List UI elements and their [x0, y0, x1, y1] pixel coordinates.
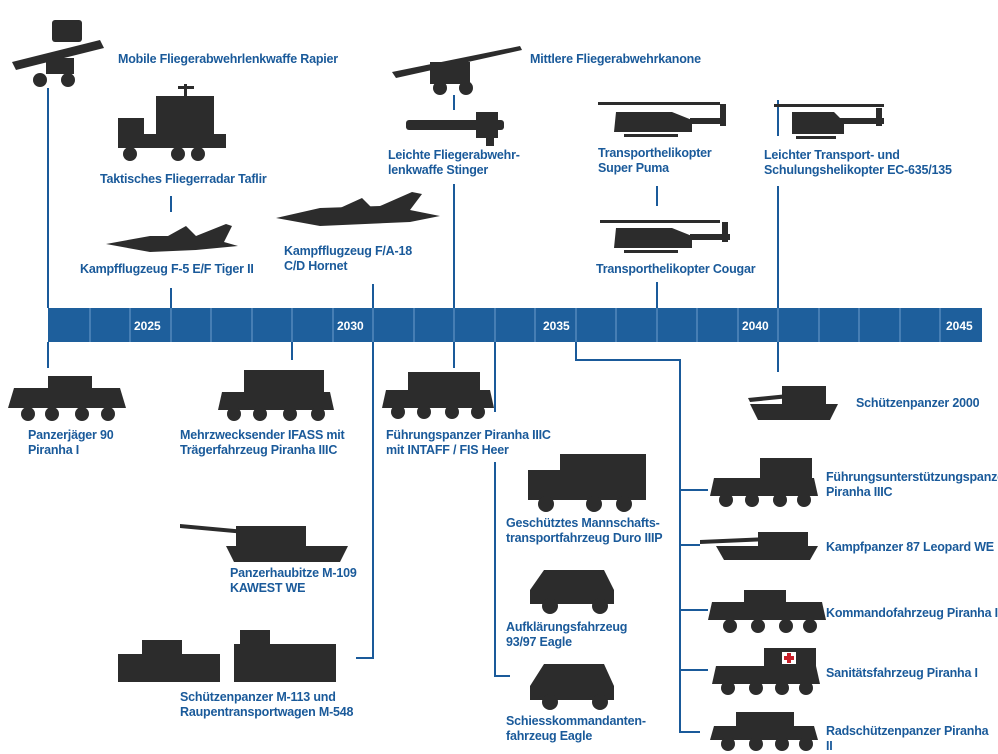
label-piranha3c: Führungspanzer Piranha IIIC mit INTAFF /…	[386, 428, 551, 457]
wheeled-vehicle-icon	[710, 458, 818, 507]
jeep-icon	[530, 570, 614, 614]
missile-launcher-icon	[406, 112, 504, 146]
label-eagle93: Aufklärungsfahrzeug 93/97 Eagle	[506, 620, 628, 649]
label-ec635: Leichter Transport- und Schulungshelikop…	[764, 148, 952, 177]
wheeled-vehicle-icon	[710, 712, 818, 751]
helicopter-icon	[600, 220, 730, 253]
wheeled-vehicle-icon	[8, 376, 126, 421]
connector-lines	[47, 88, 779, 733]
ambulance-vehicle-icon	[712, 648, 820, 695]
label-eagleschiess: Schiesskommandanten- fahrzeug Eagle	[506, 714, 646, 743]
fighter-jet-icon	[276, 192, 440, 226]
truck-icon	[528, 454, 646, 512]
label-superpuma: Transporthelikopter Super Puma	[598, 146, 712, 175]
label-spz2000: Schützenpanzer 2000	[856, 396, 980, 410]
jeep-icon	[530, 664, 614, 710]
label-taflir: Taktisches Fliegerradar Taflir	[100, 172, 267, 186]
label-fueu: Führungsunterstützungspanze Piranha IIIC	[826, 470, 998, 499]
label-ifass: Mehrzwecksender IFASS mit Trägerfahrzeug…	[180, 428, 345, 457]
label-stinger: Leichte Fliegerabwehr- lenkwaffe Stinger	[388, 148, 520, 177]
label-kanone: Mittlere Fliegerabwehrkanone	[530, 52, 701, 66]
tracked-vehicle-icon	[118, 630, 336, 682]
year-label: 2035	[543, 319, 570, 333]
label-duro: Geschütztes Mannschafts- transportfahrze…	[506, 516, 663, 545]
year-label: 2045	[946, 319, 973, 333]
air-defense-launcher-icon	[12, 20, 104, 87]
tank-icon	[700, 532, 818, 560]
label-rapier: Mobile Fliegerabwehrlenkwaffe Rapier	[118, 52, 338, 66]
timeline-band	[48, 308, 982, 342]
label-fa18: Kampfflugzeug F/A-18 C/D Hornet	[284, 244, 412, 273]
label-san: Sanitätsfahrzeug Piranha I	[826, 666, 978, 680]
wheeled-vehicle-icon	[708, 590, 826, 633]
label-rad: Radschützenpanzer Piranha II	[826, 724, 989, 753]
label-cougar: Transporthelikopter Cougar	[596, 262, 756, 276]
wheeled-vehicle-icon	[218, 370, 334, 421]
label-leo: Kampfpanzer 87 Leopard WE	[826, 540, 994, 554]
year-label: 2025	[134, 319, 161, 333]
label-pzj90: Panzerjäger 90 Piranha I	[28, 428, 114, 457]
radar-truck-icon	[118, 84, 226, 161]
tank-icon	[748, 386, 838, 420]
year-label: 2030	[337, 319, 364, 333]
label-kdo: Kommandofahrzeug Piranha I	[826, 606, 998, 620]
fighter-jet-icon	[106, 224, 238, 252]
helicopter-icon	[598, 102, 726, 137]
tank-icon	[180, 524, 348, 562]
anti-aircraft-gun-icon	[392, 46, 522, 95]
year-label: 2040	[742, 319, 769, 333]
helicopter-icon	[774, 104, 884, 139]
wheeled-vehicle-icon	[382, 372, 494, 419]
label-m109: Panzerhaubitze M-109 KAWEST WE	[230, 566, 357, 595]
label-f5: Kampfflugzeug F-5 E/F Tiger II	[80, 262, 254, 276]
label-m113: Schützenpanzer M-113 und Raupentransport…	[180, 690, 354, 719]
